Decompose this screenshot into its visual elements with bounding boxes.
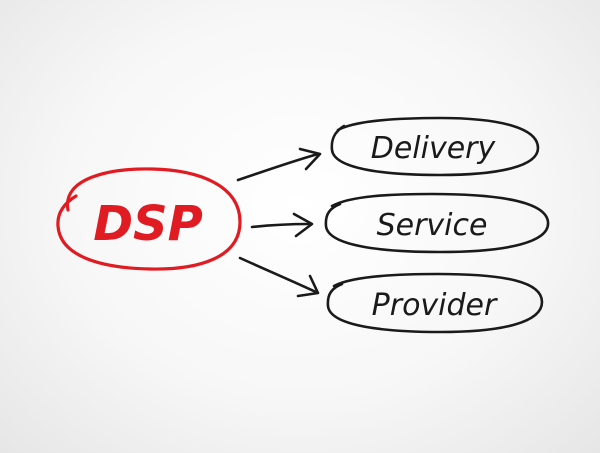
arrow-shaft	[250, 222, 312, 229]
acronym-label: DSP	[93, 196, 203, 252]
term-ellipse	[326, 272, 544, 334]
term-node-delivery: Delivery	[330, 116, 540, 177]
term-label: Service	[377, 208, 488, 243]
acronym-ellipse	[56, 167, 242, 271]
arrow-head	[292, 212, 314, 238]
term-label: Delivery	[371, 131, 497, 166]
arrow-shaft	[236, 152, 320, 182]
term-label: Provider	[372, 288, 498, 323]
acronym-node: DSP	[56, 167, 242, 271]
arrow-to-delivery	[236, 147, 322, 182]
arrow-head	[296, 274, 320, 298]
term-node-service: Service	[324, 192, 550, 254]
arrow-to-provider	[238, 256, 320, 298]
term-ellipse	[324, 192, 550, 254]
term-ellipse	[330, 116, 540, 177]
term-node-provider: Provider	[326, 272, 544, 334]
arrow-to-service	[250, 212, 314, 238]
arrow-head	[298, 147, 322, 171]
arrow-shaft	[238, 256, 318, 294]
